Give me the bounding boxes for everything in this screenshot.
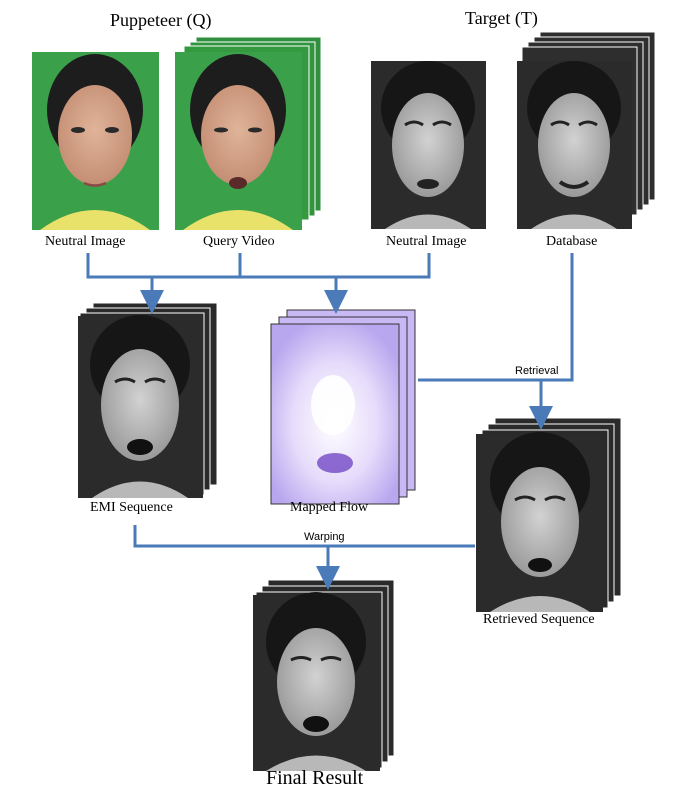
neutral-image-link	[86, 253, 431, 279]
q-neutral-label: Neutral Image	[45, 234, 126, 249]
emi-label: EMI Sequence	[90, 500, 173, 515]
final-label: Final Result	[266, 767, 364, 789]
retrieval-label: Retrieval	[515, 365, 559, 377]
retrieval-edge	[418, 253, 574, 382]
mapped-flow-label: Mapped Flow	[290, 500, 369, 515]
warping-edge	[133, 525, 475, 548]
target-header: Target (T)	[465, 8, 538, 28]
connectors	[86, 253, 574, 590]
retrieved-label: Retrieved Sequence	[483, 612, 595, 627]
final-result-stack	[253, 579, 395, 771]
puppeteer-neutral-image	[32, 52, 159, 230]
mapped-flow-stack	[270, 309, 416, 505]
retrieved-sequence-stack	[476, 417, 622, 612]
database-stack	[517, 31, 656, 229]
t-neutral-label: Neutral Image	[386, 234, 467, 249]
warping-label: Warping	[304, 531, 345, 543]
puppeteer-header: Puppeteer (Q)	[110, 10, 212, 30]
t-database-label: Database	[546, 234, 598, 249]
q-video-label: Query Video	[203, 234, 275, 249]
emi-sequence-stack	[78, 302, 218, 498]
target-neutral-image	[371, 61, 486, 229]
query-video-stack	[175, 36, 322, 230]
